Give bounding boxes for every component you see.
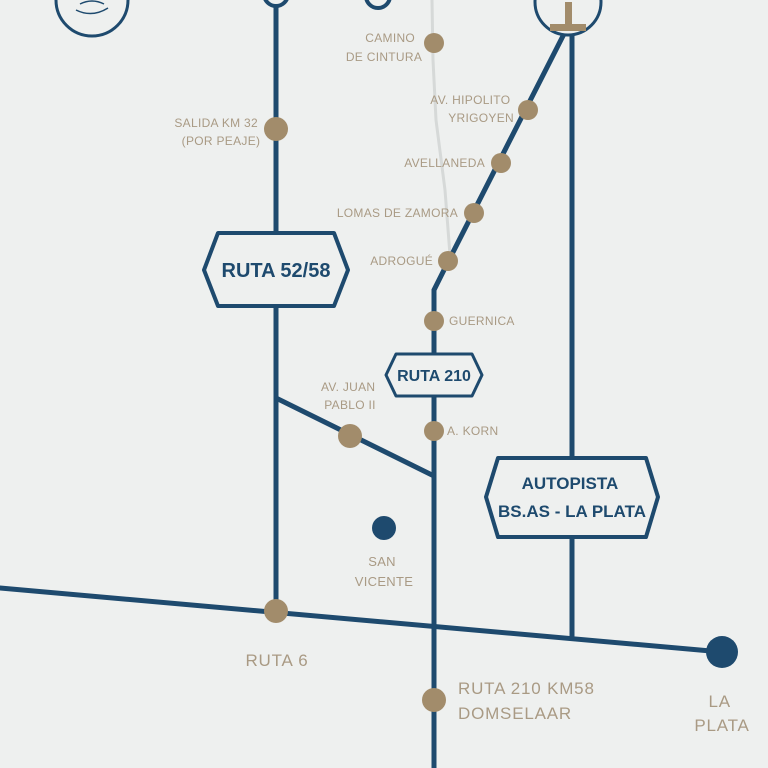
- label-avellaneda: AVELLANEDA: [404, 156, 485, 170]
- label-a-korn: A. KORN: [447, 424, 498, 438]
- stop-juan-pablo: [338, 424, 362, 448]
- label-adrogue: ADROGUÉ: [370, 253, 433, 268]
- label-la-plata: LA PLATA: [694, 692, 749, 735]
- stop-guernica: [424, 311, 444, 331]
- stop-la-plata: [706, 636, 738, 668]
- label-camino-cintura: CAMINO DE CINTURA: [346, 31, 422, 64]
- stop-ruta6: [264, 599, 288, 623]
- route-ruta-210: [431, 27, 569, 768]
- stop-domselaar: [422, 688, 446, 712]
- top-station-2: [364, 0, 392, 10]
- stop-lomas-de-zamora: [464, 203, 484, 223]
- label-juan-pablo: AV. JUAN PABLO II: [321, 380, 379, 412]
- label-san-vicente: SAN VICENTE: [355, 554, 413, 589]
- badge-ruta-52-58: RUTA 52/58: [202, 231, 350, 308]
- label-ruta6: RUTA 6: [245, 651, 308, 670]
- stop-camino-cintura: [424, 33, 444, 53]
- badge-autopista: AUTOPISTA BS.AS - LA PLATA: [484, 456, 660, 539]
- svg-text:RUTA 52/58: RUTA 52/58: [222, 260, 331, 282]
- badge-ruta-210: RUTA 210: [384, 352, 484, 398]
- label-guernica: GUERNICA: [449, 314, 515, 328]
- boat-icon: [54, 0, 130, 38]
- svg-text:AUTOPISTA BS.AS - LA PLA: AUTOPISTA BS.AS - LA PLATA: [498, 474, 646, 521]
- stop-adrogue: [438, 251, 458, 271]
- stop-a-korn: [424, 421, 444, 441]
- label-lomas-de-zamora: LOMAS DE ZAMORA: [337, 206, 458, 220]
- obelisk-icon: [533, 0, 603, 37]
- stop-salida-km32: [264, 117, 288, 141]
- label-hipolito-yrigoyen: AV. HIPOLITO YRIGOYEN: [430, 93, 514, 125]
- stop-san-vicente: [372, 516, 396, 540]
- label-domselaar: RUTA 210 KM58 DOMSELAAR: [458, 679, 600, 723]
- stop-hipolito-yrigoyen: [518, 100, 538, 120]
- label-salida-km32: SALIDA KM 32 (POR PEAJE): [174, 116, 261, 148]
- route-ruta-6: [0, 585, 725, 655]
- svg-text:RUTA 210: RUTA 210: [397, 368, 471, 385]
- top-station-1: [263, 0, 289, 8]
- stop-avellaneda: [491, 153, 511, 173]
